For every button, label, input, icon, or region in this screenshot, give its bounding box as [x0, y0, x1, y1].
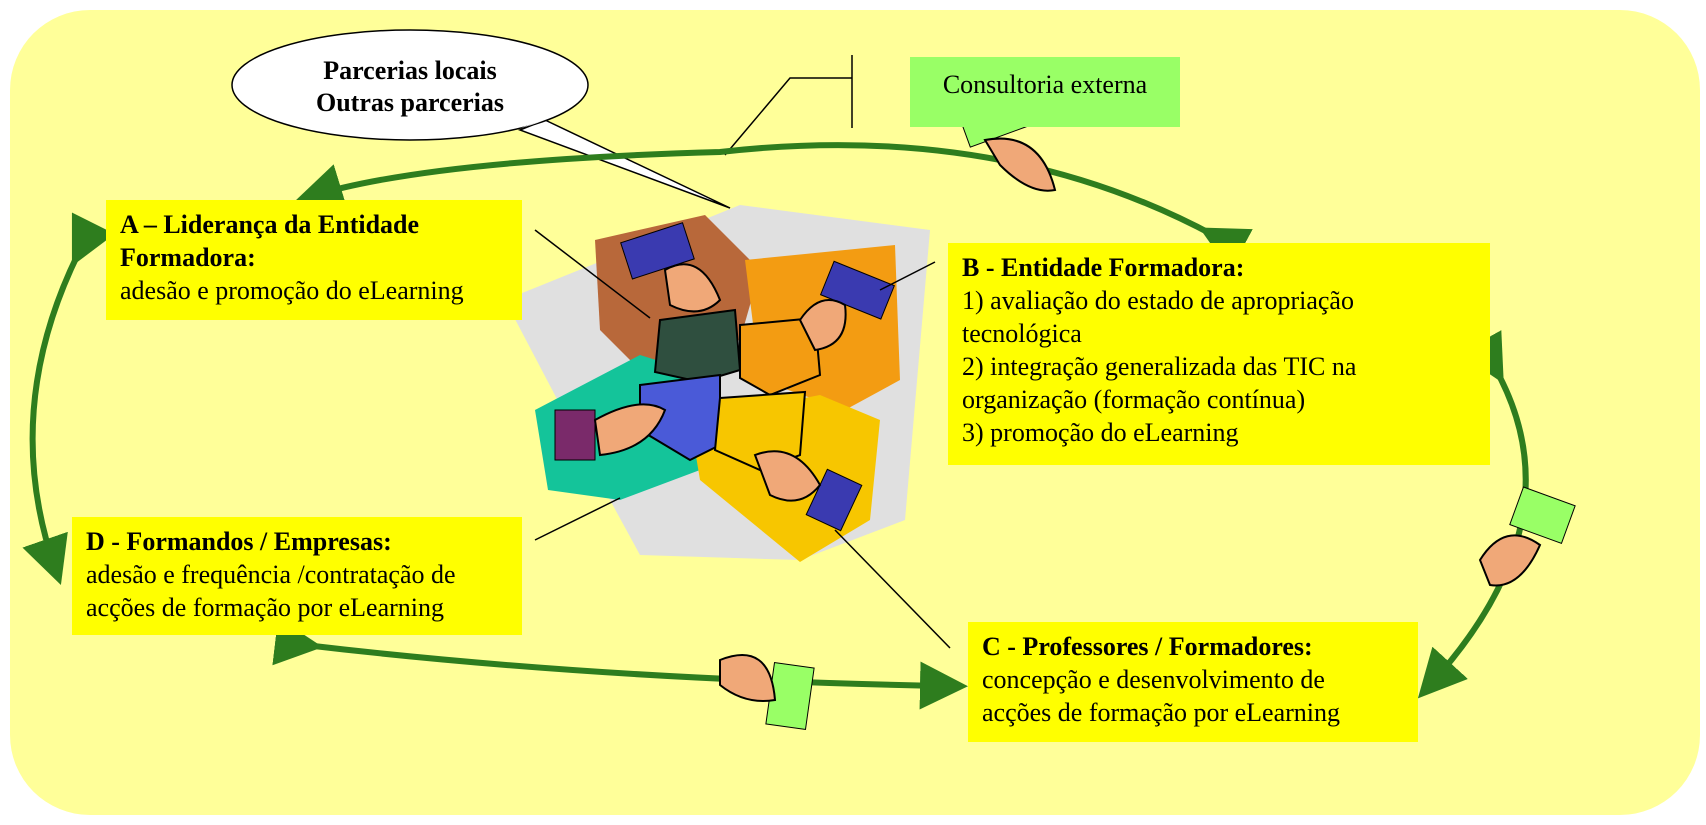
hand-icon — [620, 222, 722, 313]
consultancy-connector — [724, 77, 852, 156]
arrow-top — [294, 142, 1253, 272]
bubble-line-2: Outras parcerias — [316, 88, 504, 117]
connector-b — [879, 261, 936, 291]
box-d-line-2: acções de formação por eLearning — [86, 593, 445, 622]
box-a-line: adesão e promoção do eLearning — [120, 276, 464, 305]
arrow-bottom — [272, 617, 968, 710]
puzzle-icon — [505, 205, 930, 562]
box-b-line-3: 3) promoção do eLearning — [962, 418, 1239, 447]
box-d-line-1: adesão e frequência /contratação de — [86, 560, 456, 589]
box-a-leadership: A – Liderança da Entidade Formadora: ade… — [106, 200, 522, 320]
box-b-line-1: 1) avaliação do estado de apropriação te… — [962, 286, 1354, 348]
box-c-title: C - Professores / Formadores: — [982, 632, 1313, 661]
hand-icon — [753, 450, 863, 532]
hand-icon — [554, 403, 667, 461]
box-d-trainees: D - Formandos / Empresas: adesão e frequ… — [72, 517, 522, 635]
bubble-line-1: Parcerias locais — [323, 56, 497, 85]
box-c-teachers: C - Professores / Formadores: concepção … — [968, 622, 1418, 742]
box-c-line-2: acções de formação por eLearning — [982, 698, 1341, 727]
connector-d — [534, 497, 621, 541]
box-d-title: D - Formandos / Empresas: — [86, 527, 392, 556]
hand-icon — [719, 654, 815, 731]
connector-c — [834, 529, 951, 649]
hand-icon — [798, 260, 895, 352]
box-b-training-entity: B - Entidade Formadora: 1) avaliação do … — [948, 243, 1490, 465]
box-b-title: B - Entidade Formadora: — [962, 253, 1245, 282]
box-b-line-2: 2) integração generalizada das TIC na or… — [962, 352, 1357, 414]
box-c-line-1: concepção e desenvolvimento de — [982, 665, 1325, 694]
partnerships-bubble: Parcerias locais Outras parcerias — [245, 55, 575, 119]
box-a-title: A – Liderança da Entidade Formadora: — [120, 210, 420, 272]
arrow-left — [22, 212, 115, 586]
connector-a — [534, 229, 651, 319]
consultancy-box: Consultoria externa — [910, 57, 1180, 127]
hand-icon — [1478, 486, 1576, 587]
